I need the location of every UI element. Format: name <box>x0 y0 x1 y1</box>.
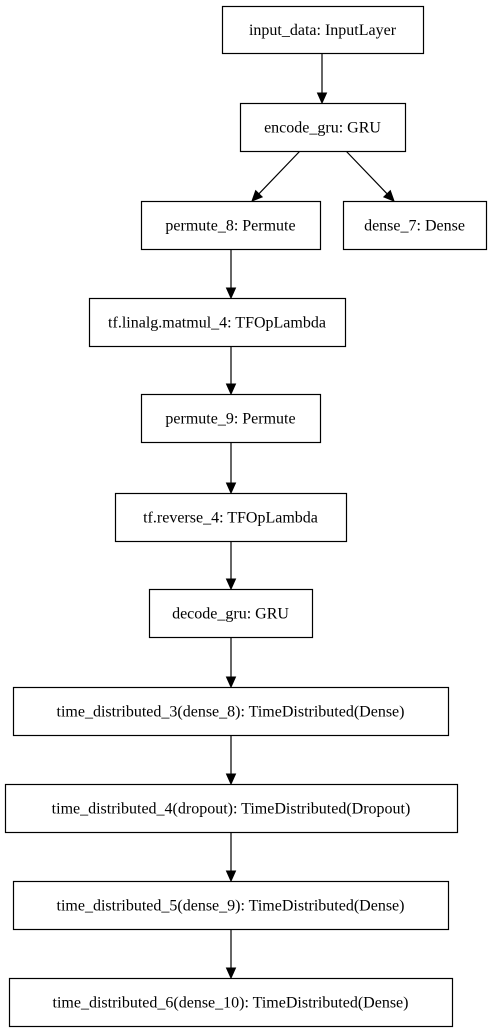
layer-node-label: tf.reverse_4: TFOpLambda <box>143 510 318 527</box>
layer-node: input_data: InputLayer <box>221 5 425 55</box>
edge-arrow <box>345 150 395 202</box>
layer-node-box <box>4 783 459 834</box>
edge-arrow <box>316 53 328 105</box>
layer-node-box <box>140 200 322 251</box>
layer-node-label: time_distributed_4(dropout): TimeDistrib… <box>52 801 411 818</box>
layer-node-label: time_distributed_5(dense_9): TimeDistrib… <box>57 898 405 915</box>
layer-node: time_distributed_6(dense_10): TimeDistri… <box>8 977 454 1028</box>
layer-node: permute_8: Permute <box>140 200 322 251</box>
layer-node-label: dense_7: Dense <box>364 218 465 235</box>
layer-node: tf.reverse_4: TFOpLambda <box>114 492 348 543</box>
layer-node: tf.linalg.matmul_4: TFOpLambda <box>88 297 347 348</box>
layer-node-label: decode_gru: GRU <box>172 606 289 623</box>
layer-node-label: permute_8: Permute <box>165 218 295 235</box>
edge-arrow <box>225 249 237 300</box>
arrowhead-icon <box>225 967 237 980</box>
layer-node-box <box>239 102 407 153</box>
layer-node: time_distributed_5(dense_9): TimeDistrib… <box>12 880 450 931</box>
layer-node-box <box>140 393 322 444</box>
edge-arrow <box>225 832 237 883</box>
layer-node-box <box>221 5 425 55</box>
edges-layer <box>225 53 395 980</box>
arrowhead-icon <box>225 773 237 786</box>
edge-line <box>258 150 301 195</box>
layer-node-label: time_distributed_3(dense_8): TimeDistrib… <box>57 704 405 721</box>
nodes-layer: input_data: InputLayer encode_gru: GRU per… <box>4 5 488 1028</box>
arrowhead-icon <box>382 189 395 202</box>
layer-node-box <box>342 200 488 251</box>
layer-node: dense_7: Dense <box>342 200 488 251</box>
arrowhead-icon <box>225 578 237 591</box>
edge-arrow <box>225 346 237 396</box>
layer-node-box <box>114 492 348 543</box>
layer-node-label: time_distributed_6(dense_10): TimeDistri… <box>53 995 409 1012</box>
layer-node: encode_gru: GRU <box>239 102 407 153</box>
edge-arrow <box>251 150 301 202</box>
edge-arrow <box>225 442 237 495</box>
arrowhead-icon <box>225 287 237 300</box>
layer-node-label: permute_9: Permute <box>165 411 295 428</box>
layer-node-box <box>12 880 450 931</box>
arrowhead-icon <box>316 92 328 105</box>
layer-node-box <box>148 588 314 639</box>
arrowhead-icon <box>225 870 237 883</box>
layer-node-label: tf.linalg.matmul_4: TFOpLambda <box>108 315 326 332</box>
arrowhead-icon <box>225 676 237 689</box>
layer-node: time_distributed_4(dropout): TimeDistrib… <box>4 783 459 834</box>
layer-node-box <box>8 977 454 1028</box>
layer-node: decode_gru: GRU <box>148 588 314 639</box>
layer-node-box <box>88 297 347 348</box>
edge-line <box>345 150 388 195</box>
layer-node-label: input_data: InputLayer <box>249 22 397 39</box>
layer-node: time_distributed_3(dense_8): TimeDistrib… <box>12 686 450 737</box>
layer-node-box <box>12 686 450 737</box>
edge-arrow <box>225 637 237 689</box>
arrowhead-icon <box>225 383 237 396</box>
layer-node-label: encode_gru: GRU <box>264 120 381 137</box>
edge-arrow <box>225 929 237 980</box>
layer-node: permute_9: Permute <box>140 393 322 444</box>
arrowhead-icon <box>251 189 264 202</box>
edge-arrow <box>225 541 237 591</box>
edge-arrow <box>225 735 237 786</box>
arrowhead-icon <box>225 482 237 495</box>
